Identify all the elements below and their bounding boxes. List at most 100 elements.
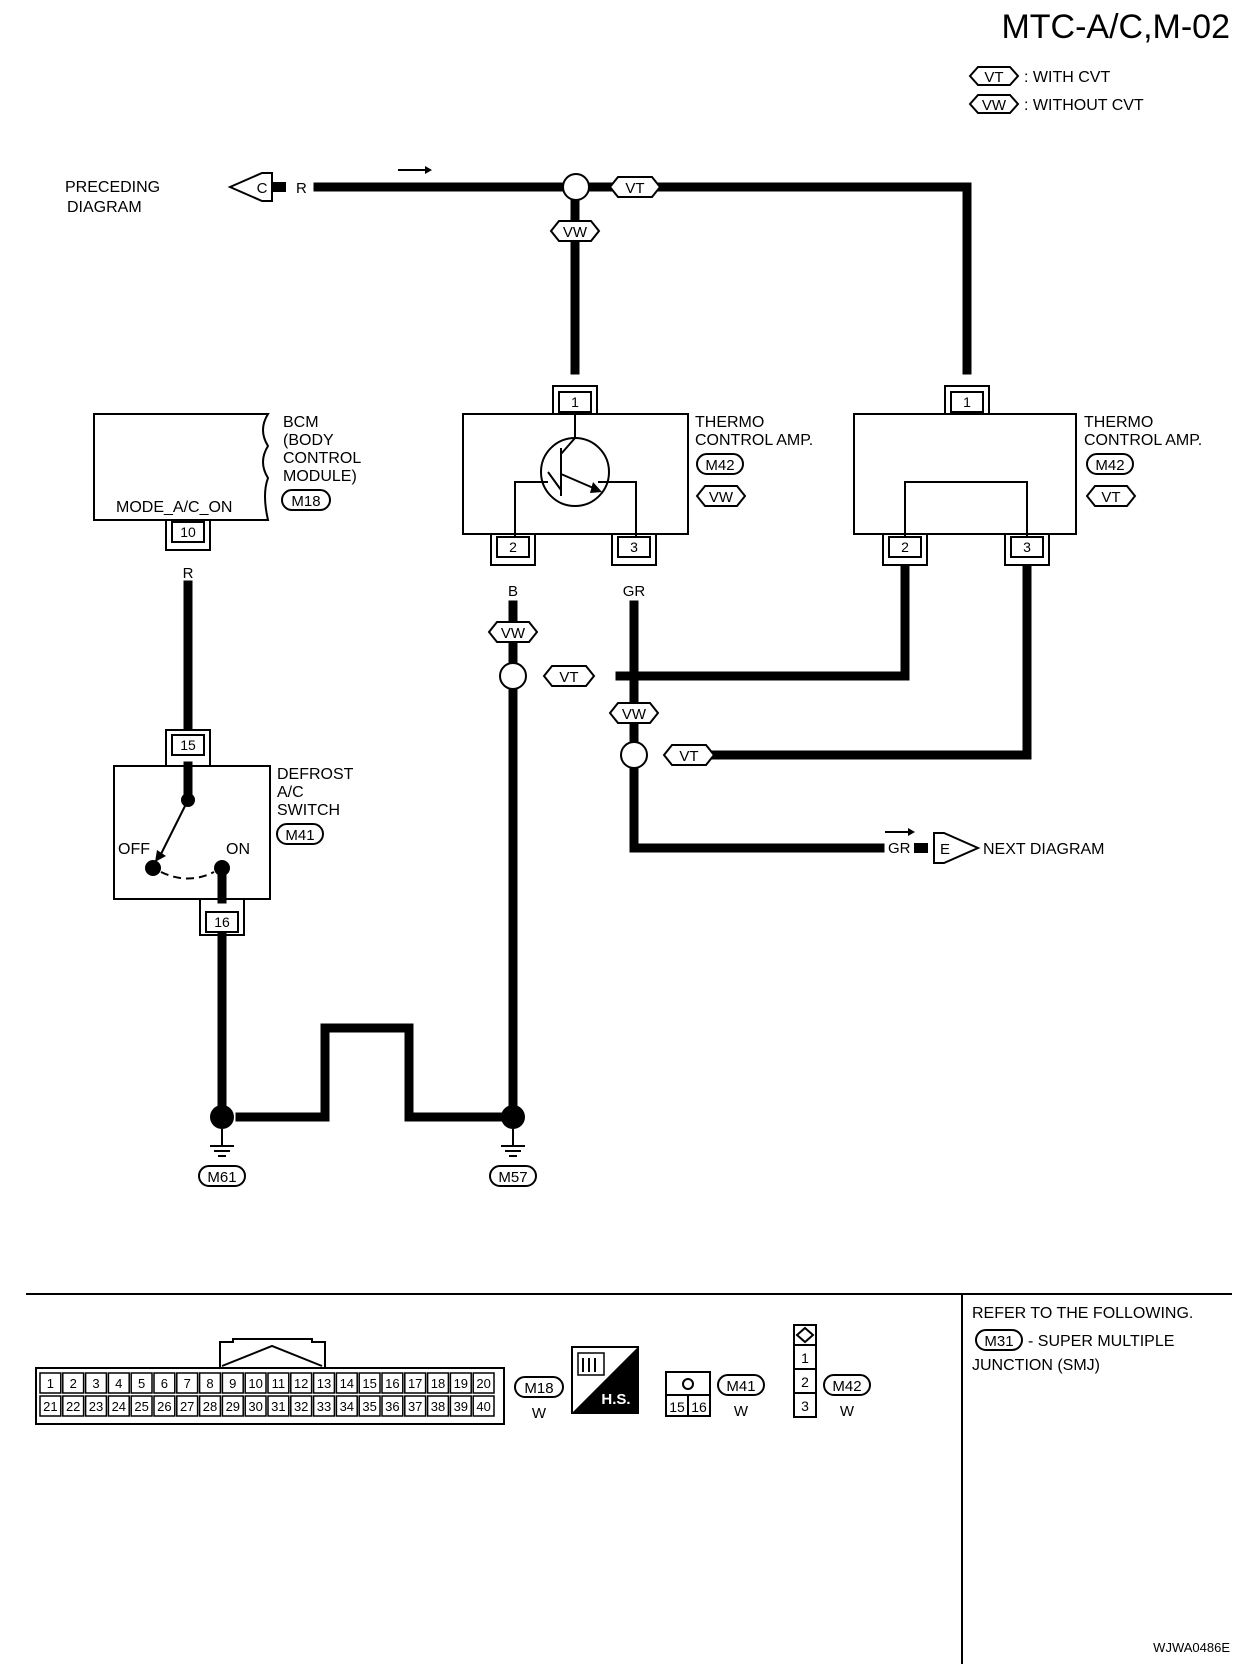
pin-number: 18 [431, 1376, 445, 1391]
svg-text:1: 1 [801, 1350, 809, 1366]
pin-thermo-vw-1: 1 [552, 385, 598, 414]
pin-number: 20 [476, 1376, 490, 1391]
svg-text:16: 16 [691, 1399, 707, 1415]
svg-text:VT: VT [679, 748, 698, 765]
pin-cell [39, 1372, 62, 1394]
tag-mid-vt: VT [542, 665, 596, 687]
bcm-terminal-name: MODE_A/C_ON [116, 499, 232, 516]
pin-number: 7 [184, 1376, 191, 1391]
pin-cell [267, 1395, 290, 1417]
connector-tag-m18: M18 [281, 489, 331, 511]
thermo-vw-label: CONTROL AMP. [695, 432, 813, 449]
svg-text:16: 16 [214, 914, 230, 930]
pin-number: 23 [89, 1399, 103, 1414]
tag-thermo-vt: VT [1085, 485, 1137, 507]
pin-number: 9 [229, 1376, 236, 1391]
pin-number: 31 [271, 1399, 285, 1414]
connector-tag-m18-face: M18 W [514, 1376, 564, 1422]
pin-number: 39 [454, 1399, 468, 1414]
bcm-label: (BODY [283, 432, 334, 449]
pin-number: 26 [157, 1399, 171, 1414]
svg-text:3: 3 [801, 1398, 809, 1414]
legend-item-vt: VT : WITH CVT [968, 66, 1110, 86]
thermo-vt-label: CONTROL AMP. [1084, 432, 1202, 449]
wire-label-b: B [217, 1073, 227, 1090]
connector-face-m42: 1 2 3 [793, 1324, 817, 1418]
pin-cell [472, 1372, 495, 1394]
legend-item-vw: VW : WITHOUT CVT [968, 94, 1144, 114]
pin-cell [358, 1372, 381, 1394]
pin-number: 27 [180, 1399, 194, 1414]
tag-low-vt: VT [662, 744, 716, 766]
tag-top-vt: VT [608, 176, 662, 198]
pin-cell [107, 1395, 130, 1417]
pin-cell [426, 1372, 450, 1394]
connector-tag-m42-face: M42 W [823, 1374, 871, 1420]
pin-cell [176, 1395, 199, 1417]
ground-m57: M57 [489, 1105, 537, 1187]
svg-text:VW: VW [563, 224, 588, 241]
bcm-box [93, 413, 270, 521]
pin-cell [404, 1395, 427, 1417]
pin-thermo-vt-1: 1 [944, 385, 990, 414]
diagram-code: WJWA0486E [1153, 1640, 1230, 1655]
splice-top [562, 173, 590, 201]
vw-hex-icon [968, 94, 1020, 114]
wire-gr-next [629, 765, 885, 853]
wire-label-gr: GR [623, 583, 646, 600]
svg-text:2: 2 [509, 539, 517, 555]
svg-text:VW: VW [982, 97, 1007, 114]
defrost-label: A/C [277, 784, 304, 801]
pin-defrost-15: 15 [165, 729, 211, 766]
wire-b-ground-link [235, 1023, 505, 1122]
pin-number: 38 [431, 1399, 445, 1414]
pin-number: 32 [294, 1399, 308, 1414]
preceding-label: DIAGRAM [67, 199, 142, 216]
svg-text:15: 15 [180, 737, 196, 753]
connector-face-m41: 15 16 [665, 1371, 711, 1417]
svg-text:2: 2 [801, 1374, 809, 1390]
svg-text:M18: M18 [524, 1380, 553, 1397]
wire-label-b: B [508, 1065, 518, 1082]
pin-cell [381, 1395, 404, 1417]
connector-tag-m42-vw: M42 [696, 453, 744, 475]
bcm-label: MODULE) [283, 468, 357, 485]
pin-number: 8 [206, 1376, 213, 1391]
pin-cell [84, 1372, 108, 1394]
switch-off-label: OFF [118, 841, 150, 858]
pin-number: 13 [317, 1376, 331, 1391]
svg-text:H.S.: H.S. [601, 1391, 630, 1408]
tag-thermo-vw: VW [695, 485, 747, 507]
pin-number: 12 [294, 1376, 308, 1391]
svg-text:VT: VT [984, 69, 1003, 86]
svg-text:2: 2 [901, 539, 909, 555]
pin-cell [290, 1372, 313, 1394]
ground-m61: M61 [198, 1105, 246, 1187]
svg-text:3: 3 [1023, 539, 1031, 555]
pin-cell [130, 1395, 153, 1417]
pin-cell [130, 1372, 153, 1394]
pin-number: 30 [248, 1399, 262, 1414]
pin-cell [221, 1372, 244, 1394]
svg-text:1: 1 [571, 394, 579, 410]
svg-text:C: C [257, 180, 268, 197]
pin-cell [107, 1372, 130, 1394]
svg-text:M42: M42 [705, 457, 734, 474]
svg-text:E: E [940, 841, 950, 858]
tag-low-vw: VW [608, 702, 660, 724]
pin-cell [198, 1372, 222, 1394]
wire-label-b: B [217, 979, 227, 996]
pin-thermo-vt-3: 3 [1004, 534, 1050, 566]
svg-text:W: W [734, 1403, 749, 1420]
pin-cell [244, 1395, 267, 1417]
pin-cell [426, 1395, 450, 1417]
svg-text:VT: VT [1101, 489, 1120, 506]
transistor-icon [514, 414, 637, 557]
pin-cell [290, 1395, 313, 1417]
pin-cell [267, 1372, 290, 1394]
pin-number: 5 [138, 1376, 145, 1391]
connector-e: E [933, 832, 981, 864]
pin-number: 28 [203, 1399, 217, 1414]
thermo-vt-label: THERMO [1084, 414, 1153, 431]
